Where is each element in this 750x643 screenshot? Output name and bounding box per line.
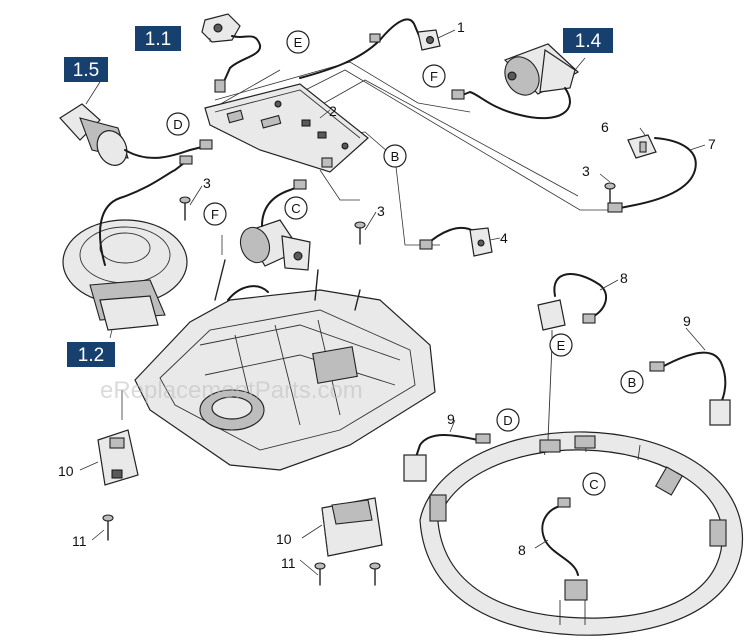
main-chassis [134,259,436,471]
part-number-10-left: 10 [58,463,74,479]
part-number-6: 6 [601,119,609,135]
svg-text:D: D [503,413,512,428]
part-number-10-bottom: 10 [276,531,292,547]
connector-D-left: D [166,112,190,136]
connector-B-right: B [620,370,644,394]
centre-drive-motor [239,179,311,271]
part-number-7: 7 [708,136,716,152]
connector-F-centre: F [203,202,227,226]
connector-E-top: E [286,30,310,54]
svg-text:1.4: 1.4 [575,31,602,52]
part-number-2: 2 [329,103,337,119]
callout-box-1-5: 1.5 [64,57,108,82]
bumper-ring [419,431,744,636]
svg-text:1.2: 1.2 [78,345,104,366]
connector-C-bottom: C [582,472,606,496]
part-6-clip [627,134,657,159]
callout-box-1-4: 1.4 [563,28,613,53]
screw-3-left [179,196,191,221]
part-number-9-left: 9 [447,411,455,427]
svg-text:1.1: 1.1 [145,29,171,50]
svg-text:E: E [294,35,303,50]
callout-box-1-1: 1.1 [135,26,181,51]
part-2-circuit-board [204,83,369,173]
part-number-1: 1 [457,19,465,35]
part-number-9-right: 9 [683,313,691,329]
part-10-bracket-left [97,429,139,486]
svg-text:B: B [628,375,637,390]
connector-labels: E F D B C F E B D C [166,30,644,496]
svg-text:1.5: 1.5 [73,60,99,81]
callout-box-1-2: 1.2 [67,342,115,367]
part-number-labels: 1 2 3 3 3 4 6 7 8 9 9 10 10 11 11 8 [58,19,716,571]
part-number-11-left: 11 [72,533,87,549]
svg-text:F: F [430,69,438,84]
part-1-1-sensor-bracket [201,13,262,93]
svg-text:F: F [211,207,219,222]
watermark-text: eReplacementParts.com [100,377,363,404]
part-number-3-right: 3 [582,163,590,179]
connector-F-top: F [422,64,446,88]
part-3-screws [179,182,616,245]
part-8-sensor-top [537,273,608,441]
connector-B-centre: B [383,144,407,168]
callout-leaders [79,29,706,576]
part-1-2-fan-housing [62,155,193,331]
part-7-cable [607,137,697,213]
svg-text:E: E [557,338,566,353]
svg-text:D: D [173,117,182,132]
connector-C-centre: C [284,196,308,220]
part-11-screw-left [102,514,114,541]
part-4-sensor [419,227,493,257]
part-9-cable-right [649,351,731,426]
part-8-sensor-bottom [541,497,579,576]
part-9-cable-left [403,433,491,482]
part-number-8-bottom: 8 [518,542,526,558]
screw-3-mid [354,221,366,245]
part-1-4-motor [451,43,580,120]
part-number-8-top: 8 [620,270,628,286]
part-1-switch [299,18,441,79]
part-number-3-left: 3 [203,175,211,191]
part-1-5-motor [59,103,213,166]
part-number-4: 4 [500,230,508,246]
part-10-bracket-bottom [321,497,383,557]
part-number-3-mid: 3 [377,203,385,219]
svg-text:B: B [391,149,400,164]
connector-E-right: E [549,333,573,357]
connector-D-bottom: D [496,408,520,432]
svg-text:C: C [589,477,598,492]
part-number-11-bottom: 11 [281,555,296,571]
svg-text:C: C [291,201,300,216]
part-11-screw-bottom [314,562,381,586]
screw-3-right [604,182,616,206]
